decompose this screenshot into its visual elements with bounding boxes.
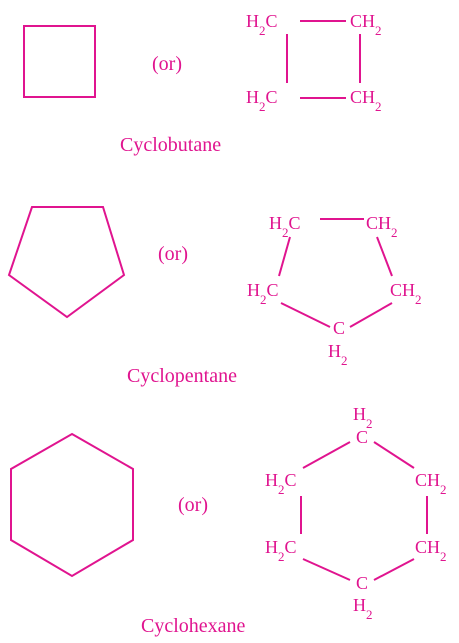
cyclobutane-name: Cyclobutane <box>120 134 221 156</box>
cyclohexane-or-label: (or) <box>178 494 208 516</box>
cyclobutane-group: (or) H2C CH2 H2C CH2 Cyclobutane <box>23 11 382 156</box>
cyclobutane-structure: H2C CH2 H2C CH2 <box>246 11 382 114</box>
cyclohexane-h2-bottom: H2 <box>353 595 373 622</box>
cyclohexane-ch2-upper-right: CH2 <box>415 470 447 497</box>
cyclopentane-bond-upper-left <box>278 236 291 277</box>
cyclopentane-group: (or) H2C CH2 H2C CH2 C H2 Cyclopentane <box>7 206 422 387</box>
cyclohexane-bond-top-left <box>302 441 351 469</box>
cyclopentane-c-bottom: C <box>333 318 345 338</box>
cyclopentane-ch2-top: CH2 <box>366 213 398 240</box>
cyclohexane-structure: H2 C H2C CH2 H2C CH2 C H2 <box>265 404 447 622</box>
cyclohexane-c-top: C <box>356 427 368 447</box>
cyclopentane-pentagon-shape <box>7 206 126 319</box>
cyclohexane-h2c-upper-left: H2C <box>265 470 297 497</box>
cyclopentane-or-label: (or) <box>158 243 188 265</box>
cyclopentane-bond-lower-right <box>349 302 393 328</box>
cyclohexane-h2c-lower-left: H2C <box>265 537 297 564</box>
cyclohexane-c-bottom: C <box>356 573 368 593</box>
cyclopentane-ch2-right: CH2 <box>390 280 422 307</box>
cyclobutane-h2c-top: H2C <box>246 11 278 38</box>
cyclohexane-hexagon-shape <box>10 432 134 578</box>
cyclopentane-h2c-left: H2C <box>247 280 279 307</box>
cyclohexane-bond-top-right <box>373 441 415 469</box>
cyclohexane-group: (or) H2 C H2C CH2 H2C CH2 C H2 Cyclohexa… <box>10 404 447 637</box>
cyclopentane-structure: H2C CH2 H2C CH2 C H2 <box>247 213 422 368</box>
cyclopentane-h2-bottom: H2 <box>328 341 348 368</box>
cyclobutane-h2c-bottom: H2C <box>246 87 278 114</box>
cyclohexane-h2-top: H2 <box>353 404 373 431</box>
cyclobutane-ch2-top: CH2 <box>350 11 382 38</box>
cyclohexane-ch2-lower-right: CH2 <box>415 537 447 564</box>
cyclobutane-ch2-bottom: CH2 <box>350 87 382 114</box>
cyclobutane-square-shape <box>23 25 96 98</box>
cyclopentane-bond-upper-right <box>376 236 393 277</box>
cyclohexane-name: Cyclohexane <box>141 615 246 637</box>
cyclopentane-bond-lower-left <box>280 302 331 328</box>
cyclobutane-or-label: (or) <box>152 53 182 75</box>
cyclopentane-h2c-top: H2C <box>269 213 301 240</box>
cyclohexane-bond-bottom-left <box>302 558 351 581</box>
cyclohexane-bond-bottom-right <box>373 558 415 581</box>
cyclopentane-name: Cyclopentane <box>127 365 237 387</box>
